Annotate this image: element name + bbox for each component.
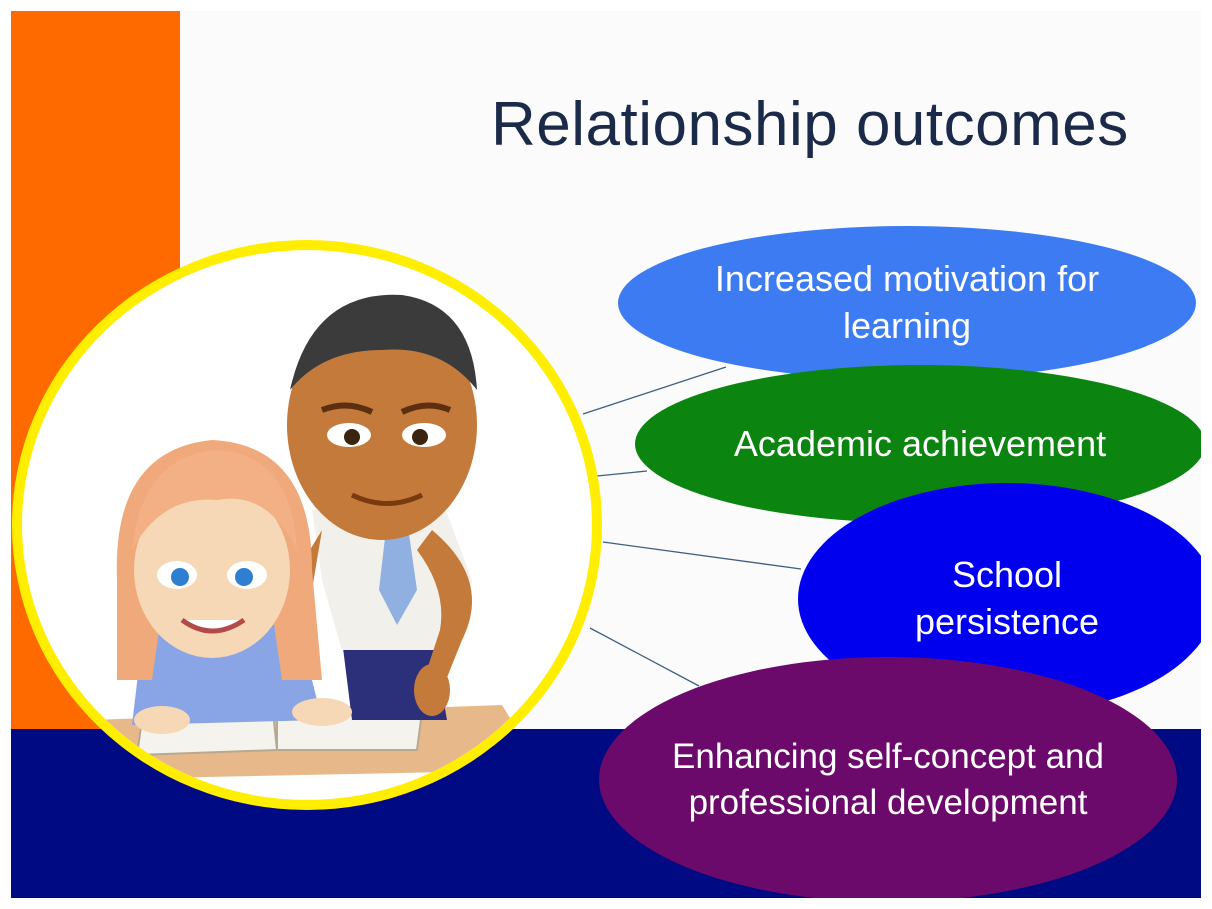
outcome-label-persistence: School persistence bbox=[914, 554, 1100, 642]
connector-line-1 bbox=[582, 366, 727, 415]
connector-line-2 bbox=[596, 470, 648, 477]
teacher-student-photo-circle bbox=[12, 240, 602, 810]
slide: Relationship outcomes bbox=[11, 11, 1201, 898]
connector-line-3 bbox=[602, 541, 802, 570]
outcome-bubble-motivation: Increased motivation for learning bbox=[618, 226, 1196, 380]
slide-title: Relationship outcomes bbox=[491, 90, 1129, 159]
connector-lines bbox=[582, 366, 802, 687]
outcome-label-self-concept: Enhancing self-concept and professional … bbox=[672, 737, 1104, 822]
outcome-label-achievement: Academic achievement bbox=[733, 422, 1107, 464]
teacher-helping-student-reading-illustration bbox=[62, 294, 542, 780]
connector-line-4 bbox=[589, 627, 700, 687]
outcome-bubble-self-concept: Enhancing self-concept and professional … bbox=[599, 657, 1177, 898]
outcome-label-motivation: Increased motivation for learning bbox=[714, 258, 1100, 346]
